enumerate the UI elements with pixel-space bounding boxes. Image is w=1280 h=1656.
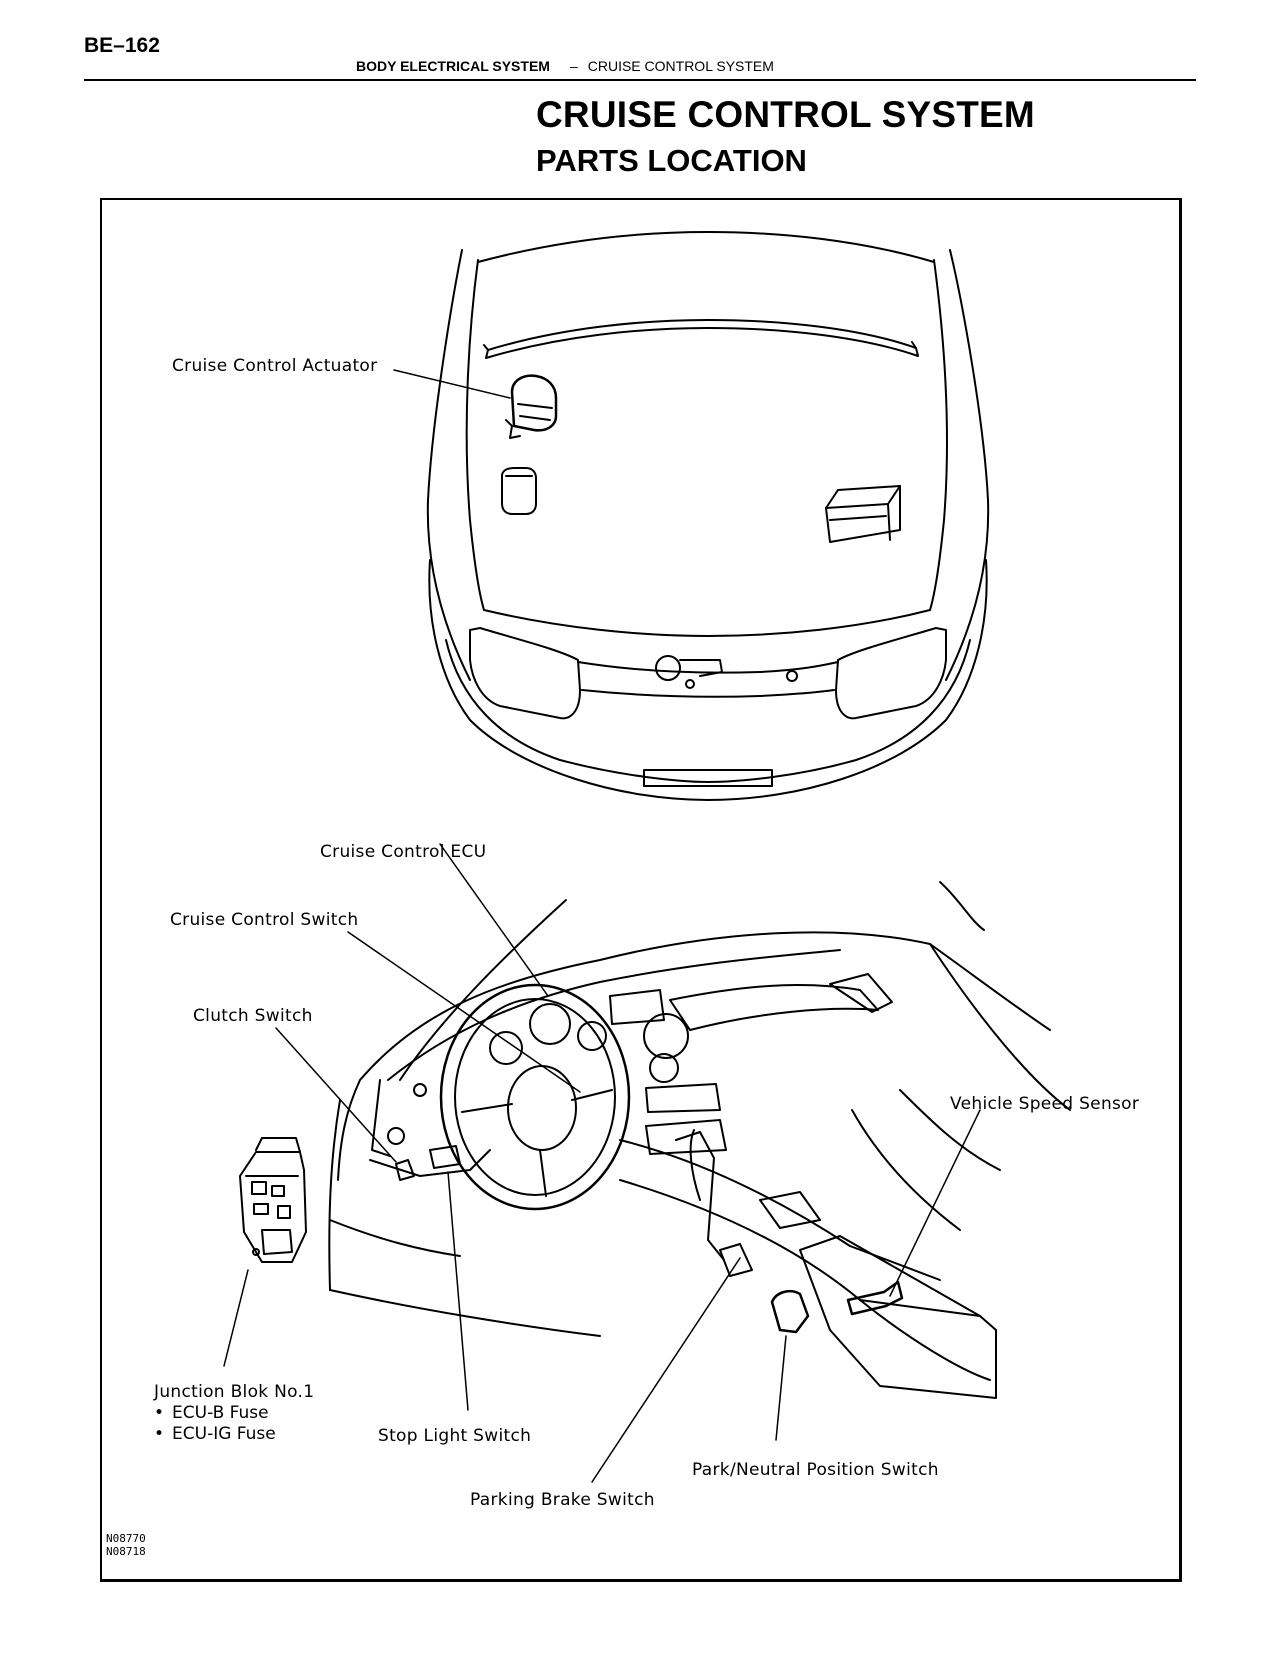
leader-park-neutral	[775, 1335, 787, 1441]
leader-stop-light	[447, 1171, 469, 1411]
label-ecu-ig-fuse: ECU-IG Fuse	[154, 1424, 276, 1444]
junction-block-drawing	[239, 1137, 307, 1263]
section-title: BODY ELECTRICAL SYSTEM	[356, 58, 550, 74]
subsection-title: CRUISE CONTROL SYSTEM	[587, 58, 774, 74]
label-cruise-control-actuator: Cruise Control Actuator	[172, 356, 378, 376]
leader-clutch	[275, 1027, 397, 1163]
page-number: BE–162	[84, 34, 160, 57]
label-cruise-control-switch: Cruise Control Switch	[170, 910, 359, 930]
engine-bay-drawing	[426, 231, 990, 801]
leader-lines	[223, 843, 981, 1483]
leader-junction-block	[223, 1269, 249, 1367]
interior-drawing	[328, 881, 1071, 1399]
label-park-neutral-position-switch: Park/Neutral Position Switch	[692, 1460, 939, 1480]
page-subtitle: PARTS LOCATION	[536, 143, 807, 178]
label-ecu-b-fuse: ECU-B Fuse	[154, 1403, 269, 1423]
label-stop-light-switch: Stop Light Switch	[378, 1426, 532, 1446]
leader-switch	[347, 931, 581, 1093]
label-junction-block: Junction Blok No.1	[154, 1382, 315, 1402]
leader-ecu	[439, 843, 549, 997]
figure-code-1: N08770	[106, 1532, 146, 1545]
leader-parking-brake	[591, 1257, 741, 1483]
label-clutch-switch: Clutch Switch	[193, 1006, 313, 1026]
label-parking-brake-switch: Parking Brake Switch	[470, 1490, 655, 1510]
header-rule	[84, 79, 1196, 81]
leader-actuator	[393, 369, 511, 399]
figure-frame	[100, 198, 1182, 1582]
label-vehicle-speed-sensor: Vehicle Speed Sensor	[950, 1094, 1140, 1114]
header-separator: –	[569, 58, 578, 74]
figure-code-2: N08718	[106, 1545, 146, 1558]
page-title: CRUISE CONTROL SYSTEM	[536, 94, 1035, 135]
leader-speed-sensor	[889, 1109, 981, 1297]
label-cruise-control-ecu: Cruise Control ECU	[320, 842, 487, 862]
running-header: BODY ELECTRICAL SYSTEM –CRUISE CONTROL SY…	[356, 58, 774, 74]
